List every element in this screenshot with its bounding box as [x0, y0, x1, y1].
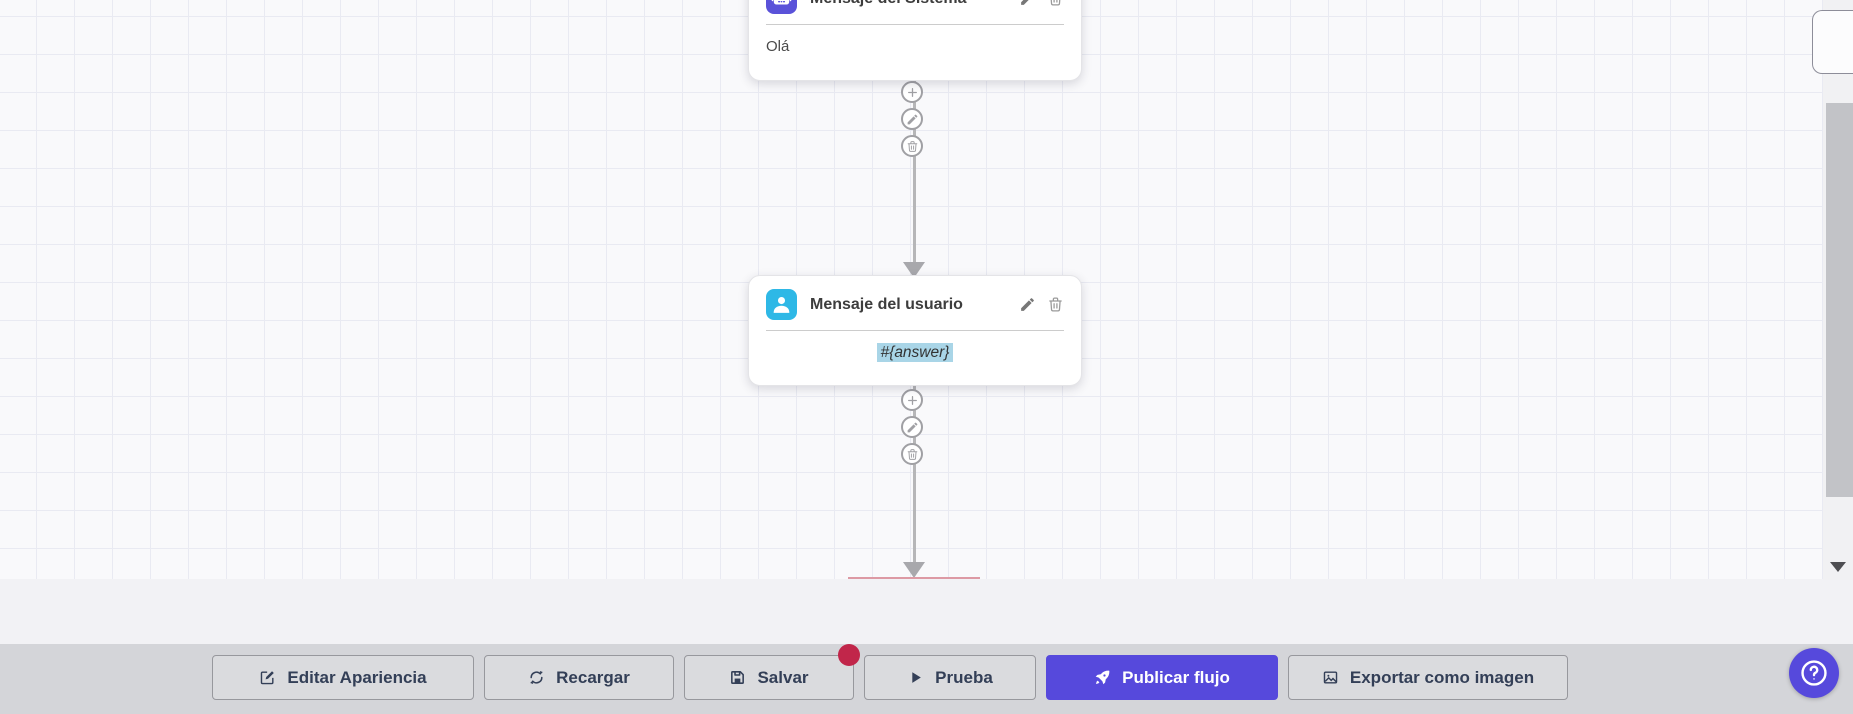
trash-icon [907, 140, 917, 152]
button-label: Salvar [757, 667, 809, 687]
button-label: Publicar flujo [1122, 667, 1230, 687]
add-node-button[interactable] [901, 389, 923, 411]
pencil-icon [907, 422, 917, 432]
save-icon [731, 671, 745, 684]
user-icon [766, 289, 797, 320]
delete-connector-button[interactable] [901, 135, 923, 157]
unsaved-changes-badge [838, 644, 860, 666]
robot-icon [766, 0, 797, 14]
publicar-flujo-button[interactable]: Publicar flujo [1046, 655, 1278, 700]
node-body-text: Olá [766, 38, 790, 55]
button-label: Editar Apariencia [287, 667, 427, 687]
salvar-button-wrapper: Salvar [684, 644, 860, 700]
editar-apariencia-button[interactable]: Editar Apariencia [212, 655, 474, 700]
connector-line [913, 386, 916, 562]
toolbar-button-row: Editar Apariencia Recargar Salvar Pr [212, 644, 1568, 700]
plus-icon [907, 87, 917, 97]
prueba-button[interactable]: Prueba [864, 655, 1036, 700]
node-title: Mensaje del usuario [810, 295, 963, 313]
next-node-top-edge [848, 577, 980, 579]
refresh-icon [530, 670, 543, 685]
button-label: Exportar como imagen [1349, 667, 1535, 687]
answer-variable-text[interactable]: #{answer} [876, 343, 954, 362]
edit-connector-button[interactable] [901, 416, 923, 438]
bottom-toolbar: Editar Apariencia Recargar Salvar Pr [0, 644, 1853, 714]
divider [766, 330, 1064, 331]
connector-arrow-icon [903, 262, 925, 278]
exportar-como-imagen-button[interactable]: Exportar como imagen [1288, 655, 1568, 700]
edit-connector-button[interactable] [901, 108, 923, 130]
button-label: Recargar [556, 667, 630, 687]
recargar-button[interactable]: Recargar [484, 655, 674, 700]
flow-canvas[interactable]: Mensaje del Sistema Olá Mensaje del usu [0, 0, 1853, 579]
edit-square-icon [261, 671, 275, 685]
divider [766, 24, 1064, 25]
edit-node-icon[interactable] [1019, 296, 1036, 313]
rocket-icon [1095, 670, 1110, 685]
help-button[interactable] [1789, 648, 1839, 698]
node-card-user-message[interactable]: Mensaje del usuario #{answer} [748, 275, 1082, 386]
connector-line [913, 80, 916, 262]
trash-icon [907, 448, 917, 460]
node-header: Mensaje del usuario [749, 276, 1081, 330]
delete-connector-button[interactable] [901, 443, 923, 465]
vertical-scrollbar[interactable] [1823, 0, 1853, 580]
node-header: Mensaje del Sistema [749, 0, 1081, 24]
pencil-icon [907, 114, 917, 124]
edit-node-icon[interactable] [1019, 0, 1036, 7]
node-card-system-message[interactable]: Mensaje del Sistema Olá [748, 0, 1082, 81]
delete-node-icon[interactable] [1047, 296, 1064, 313]
delete-node-icon[interactable] [1047, 0, 1064, 7]
button-label: Prueba [935, 667, 993, 687]
play-icon [912, 672, 921, 683]
image-icon [1323, 671, 1338, 684]
canvas-bottom-strip [0, 579, 1853, 644]
salvar-button[interactable]: Salvar [684, 655, 854, 700]
node-body-text: #{answer} [749, 331, 1081, 380]
scrollbar-thumb[interactable] [1826, 103, 1853, 497]
node-title: Mensaje del Sistema [810, 0, 1019, 8]
scroll-down-arrow-icon[interactable] [1830, 562, 1846, 572]
question-mark-icon [1801, 660, 1827, 686]
plus-icon [907, 395, 917, 405]
clipped-side-panel [1812, 10, 1853, 74]
connector-arrow-icon [903, 562, 925, 578]
add-node-button[interactable] [901, 81, 923, 103]
